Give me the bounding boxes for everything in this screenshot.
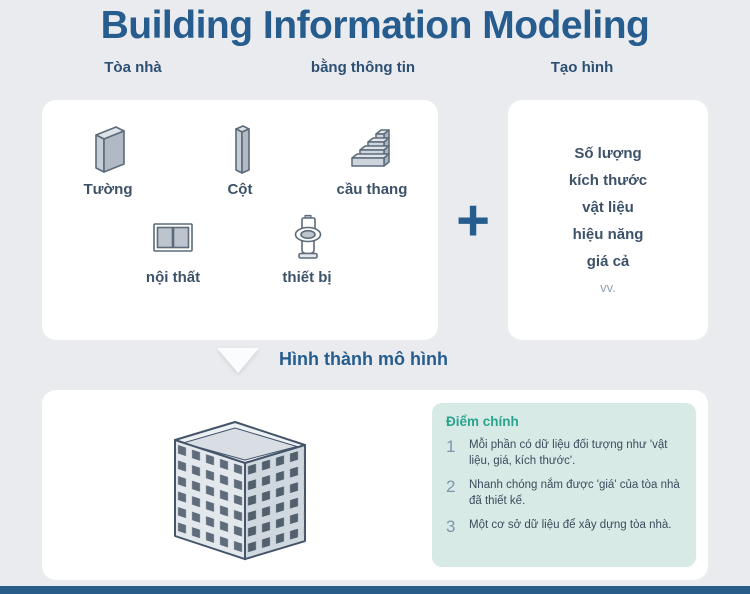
attribute-item: Số lượng <box>574 145 642 162</box>
subtitle-modeling: Tạo hình <box>550 59 614 76</box>
page-title: Building Information Modeling <box>100 4 650 47</box>
interior-icon <box>145 210 201 266</box>
element-equipment: thiết bị <box>247 210 367 286</box>
attribute-item: kích thước <box>568 172 648 189</box>
key-point: 1 Mỗi phần có dữ liệu đối tượng như 'vật… <box>446 437 682 469</box>
key-point-text: Mỗi phần có dữ liệu đối tượng như 'vật l… <box>469 439 668 468</box>
building-icon <box>145 404 320 574</box>
footer-bar <box>0 586 750 594</box>
attributes-card: Số lượng kích thước vật liệu hiệu năng g… <box>508 100 708 340</box>
key-point-number: 1 <box>446 437 456 456</box>
element-interior: nội thất <box>113 210 233 286</box>
key-point-text: Nhanh chóng nắm được 'giá' của tòa nhà đ… <box>469 479 680 508</box>
elements-card: Tường Cột <box>42 100 438 340</box>
stairs-icon <box>344 122 400 178</box>
key-point: 3 Một cơ sở dữ liệu để xây dựng tòa nhà. <box>446 517 682 537</box>
attribute-etc: vv. <box>600 280 616 295</box>
element-stairs: cầu thang <box>306 122 438 198</box>
key-point-number: 2 <box>446 477 456 497</box>
down-arrow-icon <box>217 348 259 373</box>
element-label: nội thất <box>145 269 201 286</box>
attribute-item: hiệu năng <box>572 226 644 243</box>
element-label: Tường <box>83 181 133 198</box>
elements-row-1: Tường Cột <box>42 122 438 198</box>
attribute-item: vật liệu <box>582 199 634 216</box>
key-points-heading: Điểm chính <box>446 414 519 429</box>
subtitle-building: Tòa nhà <box>104 59 162 76</box>
column-icon <box>212 122 268 178</box>
elements-row-2: nội thất thiết bị <box>42 210 438 286</box>
flow-label: Hình thành mô hình <box>279 349 448 369</box>
key-point-text: Một cơ sở dữ liệu để xây dựng tòa nhà. <box>469 519 672 532</box>
wall-icon <box>80 122 136 178</box>
key-points-panel: Điểm chính 1 Mỗi phần có dữ liệu đối tượ… <box>432 403 696 567</box>
key-point-number: 3 <box>446 517 456 537</box>
key-point: 2 Nhanh chóng nắm được 'giá' của tòa nhà… <box>446 477 682 509</box>
element-wall: Tường <box>42 122 174 198</box>
element-label: Cột <box>227 181 253 198</box>
equipment-icon <box>279 210 335 266</box>
subtitle-information: bằng thông tin <box>310 59 416 76</box>
element-column: Cột <box>174 122 306 198</box>
plus-sign: + <box>456 188 490 253</box>
element-label: cầu thang <box>336 181 408 198</box>
result-card: Điểm chính 1 Mỗi phần có dữ liệu đối tượ… <box>42 390 708 580</box>
attribute-item: giá cả <box>586 253 630 270</box>
element-label: thiết bị <box>282 269 332 286</box>
